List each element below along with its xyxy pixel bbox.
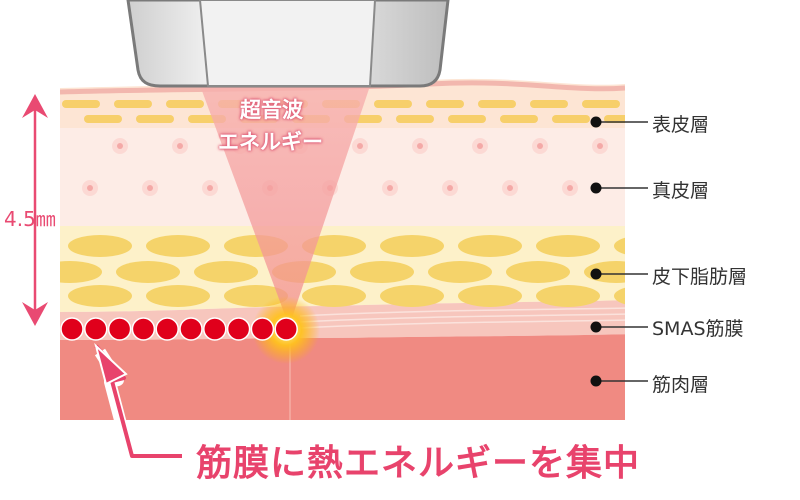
focal-heat-dot [60,317,84,341]
ultrasound-energy-label-line1: 超音波 [240,98,303,122]
ultrasound-energy-label-line2: エネルギー [218,130,323,154]
smas-fiber-line [299,307,625,317]
fat-cell [146,235,210,257]
dermis-cell-core [357,143,363,149]
dermis-cell-core [507,185,513,191]
ultrasound-probe-icon [126,0,450,88]
focal-heat-dot [250,317,275,341]
epidermis-cell [500,115,538,123]
leader-dot-dermis [590,182,602,194]
fat-cell [380,285,444,307]
caption-text: 筋膜に熱エネルギーを集中 [196,443,641,484]
focal-heat-dot [131,317,156,341]
depth-arrow-icon [22,94,48,326]
epidermis-cell [136,115,174,123]
focal-heat-dot [203,317,227,341]
dermis-cell-core [477,143,483,149]
leader-dot-smas [590,321,602,333]
dermis-cell-core [117,143,123,149]
dermis-cell-core [147,185,153,191]
leader-dot-subcutaneous [590,268,602,280]
focal-heat-dot [274,317,298,341]
dermis-cell-core [207,185,213,191]
leader-dot-epidermis [590,116,602,128]
epidermis-cell [448,115,486,123]
ultrasound-beam [198,80,372,318]
layer-label-smas: SMAS筋膜 [652,318,744,340]
epidermis-cell [396,115,434,123]
dermis-cell-core [417,143,423,149]
leader-dot-muscle [590,375,602,387]
smas-fiber-line [299,319,625,329]
dermis-cell-core [537,143,543,149]
dermis-cell-core [597,143,603,149]
epidermis-cell [530,100,568,108]
pointer-arrow-icon [94,342,182,464]
layer-label-dermis: 真皮層 [652,180,710,202]
fat-cell [194,261,258,283]
focal-heat-dot [84,317,108,341]
epidermis-cell [426,100,464,108]
layer-label-muscle: 筋肉層 [652,374,710,396]
epidermis-cell [552,115,590,123]
epidermis-cell [114,100,152,108]
focal-heat-dot [107,317,132,341]
epidermis-cell [84,115,122,123]
fat-cell [116,261,180,283]
epidermis-cell [166,100,204,108]
fat-cell [350,261,414,283]
fat-cell [302,285,366,307]
dermis-cell-core [177,143,183,149]
fat-cell [506,261,570,283]
focal-heat-dot [226,317,251,341]
dermis-cell-core [567,185,573,191]
fat-cell [458,235,522,257]
smas-fiber-line [299,313,625,323]
fat-cell [536,235,600,257]
fat-cell [458,285,522,307]
layer-label-epidermis: 表皮層 [652,114,710,136]
dermis-cell-core [387,185,393,191]
dermis-cell-core [87,185,93,191]
layer-label-subcutaneous: 皮下脂肪層 [652,266,748,288]
epidermis-cell [582,100,620,108]
epidermis-cell [604,115,625,123]
fat-cell [536,285,600,307]
fat-cell [60,261,102,283]
fat-cell [380,235,444,257]
depth-label: 4.5㎜ [4,207,56,231]
focal-heat-dot [179,317,203,341]
fat-cell [68,235,132,257]
dermis-cell-core [447,185,453,191]
fat-cell [68,285,132,307]
fat-cell [146,285,210,307]
epidermis-cell [478,100,516,108]
fat-cell [614,235,625,257]
epidermis-cell [374,100,412,108]
epidermis-cell [62,100,100,108]
fat-cell [428,261,492,283]
focal-heat-dot [155,317,179,341]
focal-dot-row [60,317,298,341]
muscle-layer [60,334,625,420]
